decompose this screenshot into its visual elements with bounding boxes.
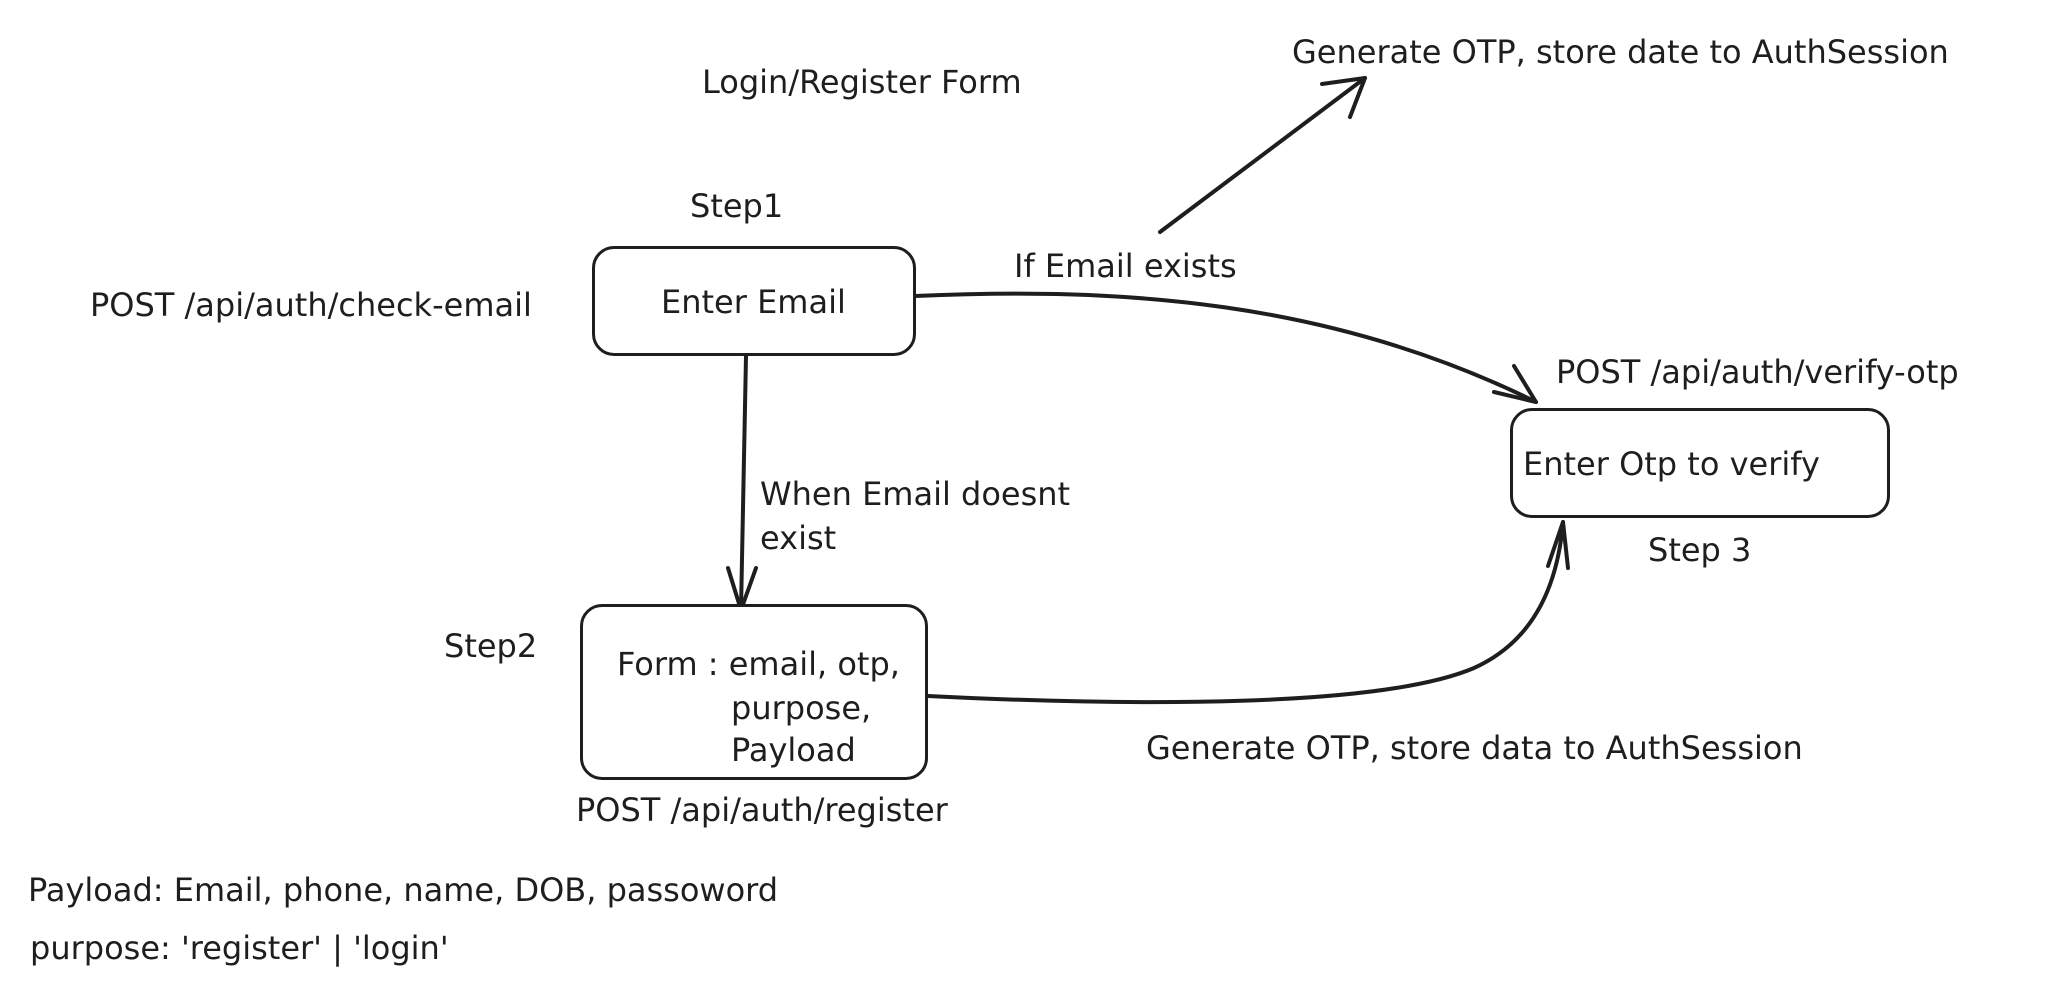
- arrowhead-register-to-verify: [1546, 520, 1570, 570]
- register-endpoint: POST /api/auth/register: [576, 791, 948, 829]
- register-form-line2: purpose,: [731, 689, 872, 727]
- arrow-email-exists: [913, 291, 1538, 404]
- step3-label: Step 3: [1648, 531, 1752, 569]
- enter-email-label: Enter Email: [661, 283, 846, 321]
- email-exists-label: If Email exists: [1014, 247, 1237, 285]
- arrow-to-generate-otp-top: [1158, 76, 1367, 234]
- register-form-box: Form : email, otp, purpose, Payload: [580, 604, 928, 780]
- step2-label: Step2: [444, 627, 538, 665]
- step1-label: Step1: [690, 187, 784, 225]
- arrow-email-not-exists: [739, 354, 748, 612]
- verify-otp-label: Enter Otp to verify: [1523, 445, 1820, 483]
- diagram-title: Login/Register Form: [702, 63, 1022, 101]
- register-form-line3: Payload: [731, 731, 856, 769]
- arrowhead-email-exists: [1492, 364, 1538, 404]
- payload-note: Payload: Email, phone, name, DOB, passow…: [28, 871, 779, 909]
- generate-otp-bottom-label: Generate OTP, store data to AuthSession: [1146, 729, 1803, 767]
- generate-otp-top-label: Generate OTP, store date to AuthSession: [1292, 33, 1949, 71]
- register-form-line1: Form : email, otp,: [617, 645, 900, 683]
- email-not-exists-label-line2: exist: [760, 519, 837, 557]
- verify-otp-box: Enter Otp to verify: [1510, 408, 1890, 518]
- email-not-exists-label-line1: When Email doesnt: [760, 475, 1071, 513]
- verify-otp-endpoint: POST /api/auth/verify-otp: [1556, 353, 1959, 391]
- arrow-register-to-verify: [926, 520, 1565, 705]
- arrowhead-generate-otp-top: [1320, 76, 1367, 119]
- check-email-endpoint: POST /api/auth/check-email: [90, 286, 532, 324]
- enter-email-box: Enter Email: [592, 246, 916, 356]
- purpose-note: purpose: 'register' | 'login': [30, 929, 449, 967]
